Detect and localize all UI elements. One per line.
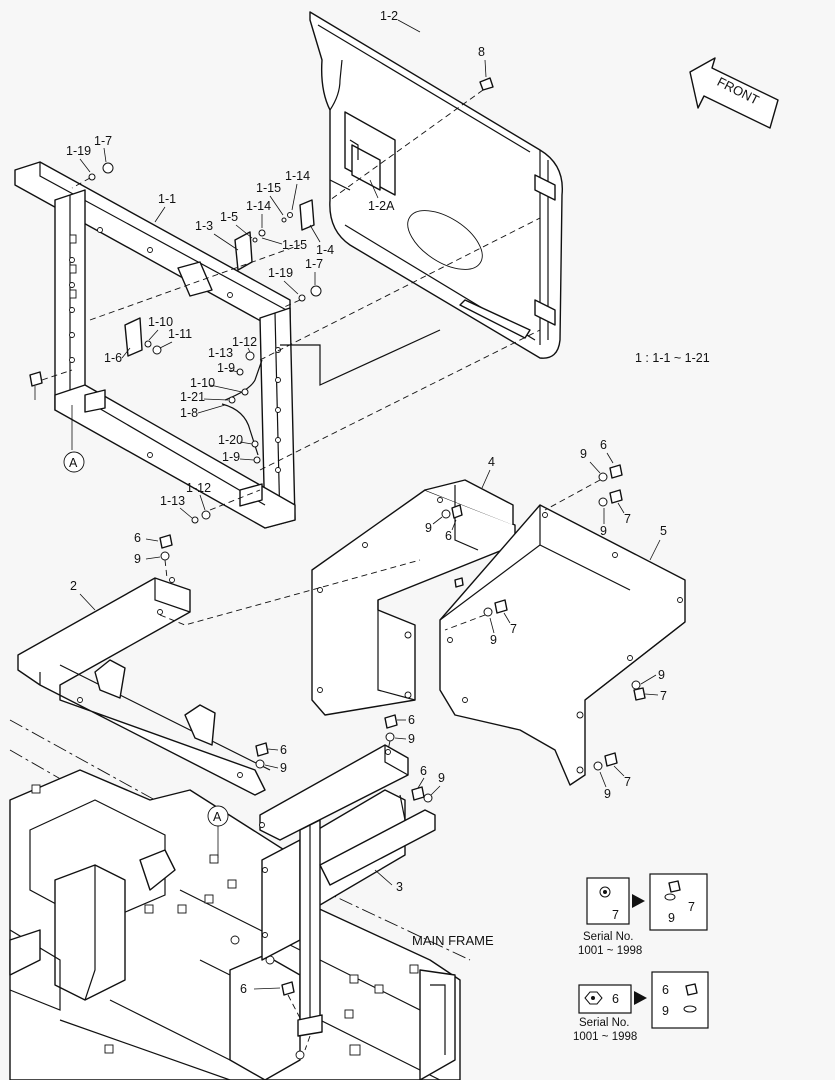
serial-note-1-arrow-icon [632, 894, 645, 908]
main-frame-label: MAIN FRAME [412, 933, 494, 948]
serial-note-2-new-washer: 9 [662, 1004, 669, 1018]
part-label-1-15-a: 1-15 [256, 181, 281, 195]
fastener-label-7-b: 7 [624, 512, 631, 526]
panel-4: 4 9 6 [311, 455, 516, 716]
serial-note-2-arrow-icon [634, 991, 647, 1005]
part-label-1-8: 1-8 [180, 406, 198, 420]
serial-note-1: 7 9 7 Serial No. 1001 ~ 1998 [578, 873, 708, 957]
fastener-label-9-c: 9 [425, 521, 432, 535]
bolt-group-1-7-upper: 1-7 1-19 [66, 134, 114, 189]
part-label-2: 2 [70, 579, 77, 593]
part-label-1-9-lower: 1-9 [222, 450, 240, 464]
serial-note-1-label: Serial No. [583, 931, 634, 943]
fastener-group-right: 6 9 9 7 9 7 9 7 9 7 [444, 438, 667, 801]
fastener-label-9-d: 9 [134, 552, 141, 566]
part-label-1-1: 1-1 [158, 192, 176, 206]
fastener-label-6-a: 6 [600, 438, 607, 452]
serial-note-2-new-box [651, 971, 709, 1029]
fastener-label-6-j: 6 [420, 764, 427, 778]
fastener-label-9-g: 9 [604, 787, 611, 801]
part-label-1-14-a: 1-14 [285, 169, 310, 183]
fastener-label-6-d: 6 [134, 531, 141, 545]
serial-note-2-new-bolt: 6 [662, 983, 669, 997]
fastener-label-9-j: 9 [438, 771, 445, 785]
hose-group: 1-12 1-13 1-9 1-10 1-21 1-8 1-20 1-9 [180, 335, 263, 464]
part-label-1-20: 1-20 [218, 433, 243, 447]
part-label-1-10-upper: 1-10 [148, 315, 173, 329]
bolt-group-1-7-lower: 1-19 1-7 [268, 257, 323, 309]
front-arrow: FRONT [689, 57, 779, 129]
serial-note-2: 6 6 9 Serial No. 1001 ~ 1998 [573, 971, 709, 1043]
fastener-label-9-a: 9 [580, 447, 587, 461]
part-label-1-12-lower: 1-12 [186, 481, 211, 495]
part-label-1-10-lower: 1-10 [190, 376, 215, 390]
serial-note-1-new-washer: 9 [668, 911, 675, 925]
fastener-label-9-h: 9 [280, 761, 287, 775]
part-label-1-5: 1-5 [220, 210, 238, 224]
part-label-5: 5 [660, 524, 667, 538]
part-label-1-2: 1-2 [380, 9, 398, 23]
fastener-label-6-h: 6 [280, 743, 287, 757]
part-label-1-13-upper: 1-13 [208, 346, 233, 360]
part-label-1-6: 1-6 [104, 351, 122, 365]
serial-note-2-old-part: 6 [612, 992, 619, 1006]
serial-note-1-new-bolt: 7 [688, 900, 695, 914]
serial-note-1-range: 1001 ~ 1998 [578, 945, 642, 957]
view-marker-a-lower-label: A [213, 810, 222, 824]
part-label-1-3: 1-3 [195, 219, 213, 233]
part-label-1-4: 1-4 [316, 243, 334, 257]
part-label-1-14-b: 1-14 [246, 199, 271, 213]
cover-1-2: 1-2 8 1-2A [309, 9, 564, 359]
part-label-1-7-lower: 1-7 [305, 257, 323, 271]
fastener-label-9-e: 9 [490, 633, 497, 647]
part-label-1-13-lower: 1-13 [160, 494, 185, 508]
fastener-label-6-i: 6 [408, 713, 415, 727]
bracket-group-upper: 1-14 1-15 1-14 1-5 1-3 1-15 1-4 [195, 169, 334, 271]
scope-note: 1 : 1-1 ~ 1-21 [635, 351, 710, 365]
serial-note-2-label: Serial No. [579, 1017, 630, 1029]
panel-5: 5 [439, 504, 686, 786]
fastener-group-stand-3: 6 9 6 9 6 [240, 713, 445, 1019]
bracket-2: 2 [17, 559, 421, 796]
part-label-1-7-upper: 1-7 [94, 134, 112, 148]
view-marker-a-upper [63, 451, 85, 473]
part-label-8: 8 [478, 45, 485, 59]
fastener-group-bracket-2: 6 9 6 9 [134, 531, 287, 775]
serial-note-1-old-box [586, 877, 630, 925]
part-label-1-19-upper: 1-19 [66, 144, 91, 158]
part-label-1-11: 1-11 [168, 327, 192, 341]
fastener-label-7-g: 7 [624, 775, 631, 789]
serial-note-1-old-part: 7 [612, 908, 619, 922]
part-label-1-9-upper: 1-9 [217, 361, 235, 375]
serial-note-2-range: 1001 ~ 1998 [573, 1031, 637, 1043]
view-marker-a-upper-label: A [69, 456, 78, 470]
bracket-group-1-6: 1-10 1-11 1-6 [104, 315, 192, 365]
washer-group-lower: 1-12 1-13 [160, 481, 261, 524]
stand-3: 3 [259, 744, 436, 1060]
fastener-label-7-e: 7 [510, 622, 517, 636]
part-label-1-2A: 1-2A [368, 199, 395, 213]
part-label-3: 3 [396, 880, 403, 894]
fastener-label-6-c: 6 [445, 529, 452, 543]
part-label-1-19-lower: 1-19 [268, 266, 293, 280]
fastener-label-7-f: 7 [660, 689, 667, 703]
part-label-1-21: 1-21 [180, 390, 205, 404]
part-label-1-12-upper: 1-12 [232, 335, 257, 349]
frame-1-1: 1-1 [14, 161, 296, 529]
fastener-label-9-i: 9 [408, 732, 415, 746]
fastener-label-6-k: 6 [240, 982, 247, 996]
part-label-4: 4 [488, 455, 495, 469]
fastener-label-9-b: 9 [600, 524, 607, 538]
part-label-1-15-b: 1-15 [282, 238, 307, 252]
fastener-label-9-f: 9 [658, 668, 665, 682]
